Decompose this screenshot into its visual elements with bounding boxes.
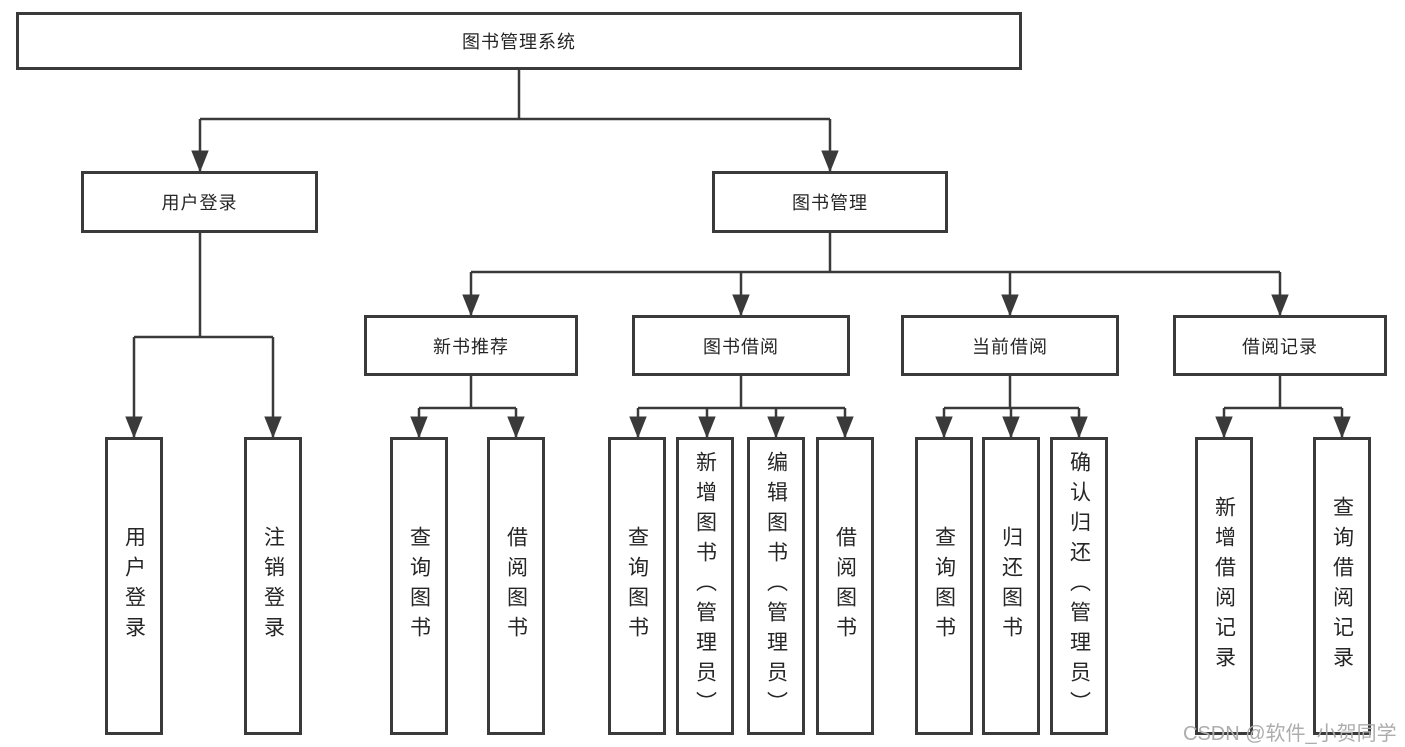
connector-cur-borrow-rail <box>944 375 1079 410</box>
node-nb-query-books: 查询图书 <box>390 437 448 735</box>
node-book-management: 图书管理 <box>712 171 948 233</box>
node-br-query-record-label: 查询借阅记录 <box>1330 496 1354 676</box>
node-br-add-record: 新增借阅记录 <box>1195 437 1253 735</box>
node-current-borrowing-label: 当前借阅 <box>972 336 1048 357</box>
node-cb-return-books-label: 归还图书 <box>999 526 1023 646</box>
node-cb-return-books: 归还图书 <box>982 437 1040 735</box>
node-bb-query-books-label: 查询图书 <box>625 526 649 646</box>
node-borrowing-records-label: 借阅记录 <box>1242 336 1318 357</box>
node-bb-borrow-books: 借阅图书 <box>816 437 874 735</box>
connector-borrow-rec-rail <box>1224 375 1342 410</box>
node-cb-query-books-label: 查询图书 <box>932 526 956 646</box>
csdn-watermark: CSDN @软件_小贺同学 <box>1183 717 1397 746</box>
node-bb-edit-books-admin-label: 编辑图书（管理员） <box>764 451 788 721</box>
node-bb-query-books: 查询图书 <box>608 437 666 735</box>
connector-user-login-rail <box>134 233 273 339</box>
node-br-query-record: 查询借阅记录 <box>1313 437 1371 735</box>
node-nb-query-books-label: 查询图书 <box>407 526 431 646</box>
node-user-login-branch: 用户登录 <box>81 171 318 233</box>
node-login-label: 用户登录 <box>122 526 146 646</box>
node-book-borrowing-label: 图书借阅 <box>703 336 779 357</box>
node-bb-borrow-books-label: 借阅图书 <box>833 526 857 646</box>
node-new-book-recommend: 新书推荐 <box>364 315 578 376</box>
node-login: 用户登录 <box>105 437 163 735</box>
node-current-borrowing: 当前借阅 <box>901 315 1119 376</box>
node-br-add-record-label: 新增借阅记录 <box>1212 496 1236 676</box>
csdn-watermark-text: CSDN @软件_小贺同学 <box>1183 723 1397 745</box>
node-logout: 注销登录 <box>244 437 302 735</box>
node-book-borrowing: 图书借阅 <box>632 315 850 376</box>
node-user-login-label: 用户登录 <box>161 193 238 213</box>
node-bb-add-books-admin-label: 新增图书（管理员） <box>693 451 717 721</box>
node-root-label: 图书管理系统 <box>462 32 576 52</box>
connector-new-book-rail <box>419 375 516 410</box>
node-bb-add-books-admin: 新增图书（管理员） <box>676 437 734 735</box>
connector-book-mgmt-rail <box>471 233 1280 274</box>
node-logout-label: 注销登录 <box>261 526 285 646</box>
node-cb-confirm-return-admin: 确认归还（管理员） <box>1050 437 1108 735</box>
node-book-management-label: 图书管理 <box>792 193 868 213</box>
node-cb-confirm-return-admin-label: 确认归还（管理员） <box>1067 451 1091 721</box>
connector-root-rail <box>200 69 830 121</box>
node-bb-edit-books-admin: 编辑图书（管理员） <box>747 437 805 735</box>
node-new-book-recommend-label: 新书推荐 <box>433 336 509 357</box>
node-cb-query-books: 查询图书 <box>915 437 973 735</box>
connector-book-borrow-rail <box>638 375 845 410</box>
node-nb-borrow-books-label: 借阅图书 <box>504 526 528 646</box>
node-root: 图书管理系统 <box>16 12 1022 70</box>
node-nb-borrow-books: 借阅图书 <box>487 437 545 735</box>
node-borrowing-records: 借阅记录 <box>1173 315 1387 376</box>
